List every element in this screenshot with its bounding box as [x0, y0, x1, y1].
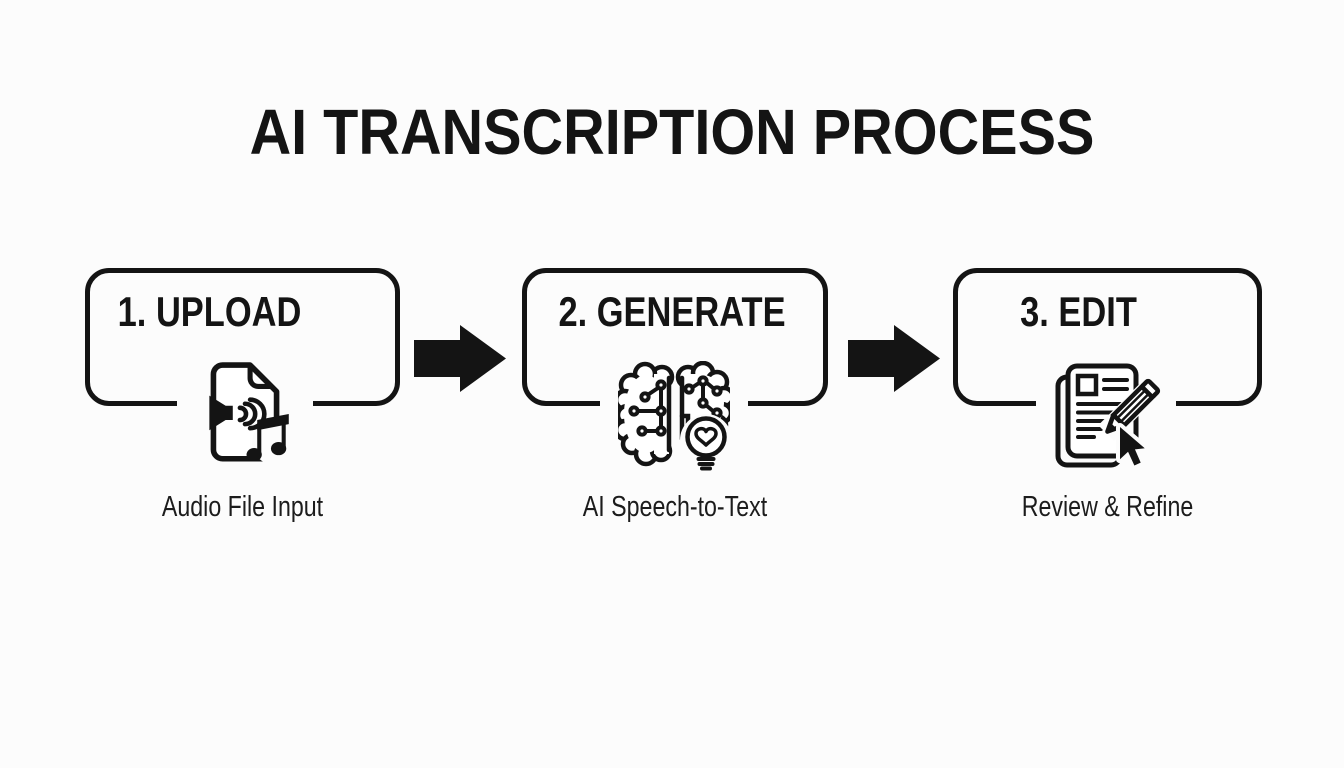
icon-slot-upload [177, 357, 313, 479]
step-caption-edit: Review & Refine [1021, 491, 1194, 523]
icon-slot-generate [600, 357, 748, 479]
audio-file-music-note-icon [209, 362, 297, 465]
step-caption-generate: AI Speech-to-Text [582, 491, 768, 523]
step-label-generate: 2. GENERATE [558, 288, 786, 335]
step-caption-upload: Audio File Input [161, 491, 324, 523]
page-title: AI TRANSCRIPTION PROCESS [249, 96, 1095, 168]
step-label-edit: 3. EDIT [1020, 288, 1137, 335]
icon-slot-edit [1036, 357, 1176, 479]
document-pencil-cursor-icon [1055, 363, 1162, 470]
brain-circuit-lightbulb-icon [618, 361, 730, 471]
arrow-right-icon [414, 325, 506, 392]
arrow-right-icon [848, 325, 940, 392]
step-label-upload: 1. UPLOAD [117, 288, 302, 335]
